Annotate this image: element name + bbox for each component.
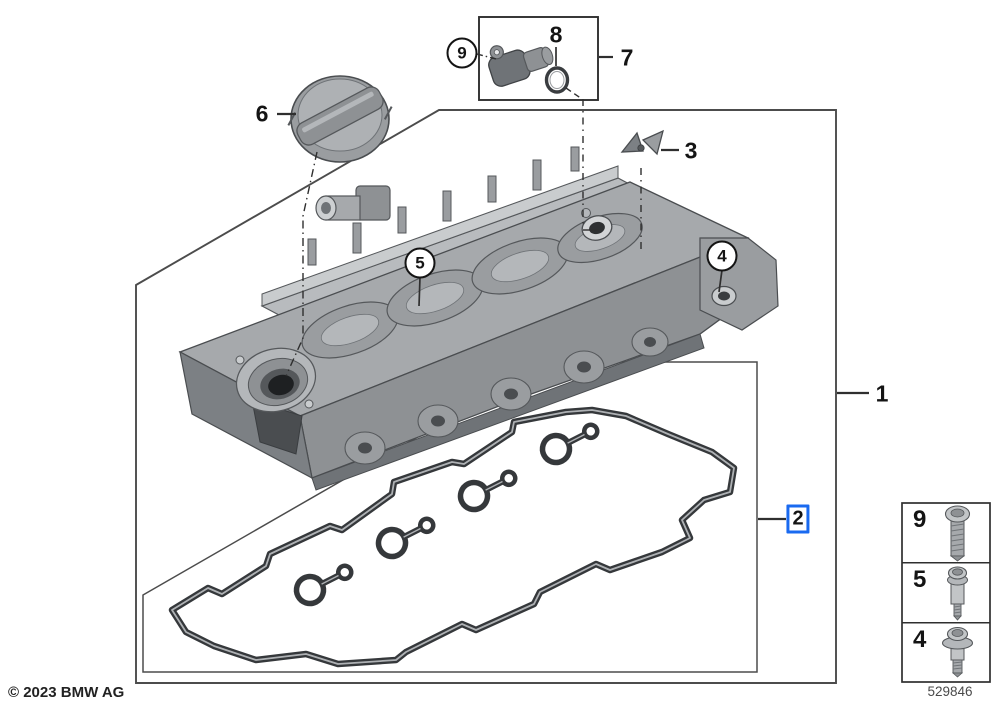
port-seal-4 xyxy=(539,422,600,466)
shoulder-screw-icon xyxy=(947,566,968,621)
leader-line-6-to-filler xyxy=(285,151,318,377)
callout-7[interactable]: 7 xyxy=(620,44,634,71)
port-seal-1 xyxy=(293,563,354,607)
leader-line-5 xyxy=(418,276,421,307)
gasket-drawing xyxy=(168,406,738,668)
table-item-9[interactable]: 9 xyxy=(913,506,927,533)
copyright-notice: © 2023 BMW AG xyxy=(8,684,125,701)
table-item-4[interactable]: 4 xyxy=(913,626,927,653)
callout-9[interactable]: 9 xyxy=(446,37,478,69)
callout-1[interactable]: 1 xyxy=(875,380,889,407)
sensor-mount-hole xyxy=(581,208,613,241)
retaining-clip-drawing xyxy=(620,129,664,156)
table-item-5[interactable]: 5 xyxy=(913,566,927,593)
leader-line-9 xyxy=(476,53,497,60)
port-seal-2 xyxy=(375,516,436,560)
torx-pan-head-screw-icon xyxy=(944,505,971,562)
outer-boundary-box xyxy=(135,109,837,684)
callout-8[interactable]: 8 xyxy=(549,21,563,48)
port-seal-3 xyxy=(457,469,518,513)
leader-lines xyxy=(277,47,869,521)
callout-5[interactable]: 5 xyxy=(404,247,436,279)
leader-line-8-to-cover-a xyxy=(565,87,583,100)
oil-filler-neck xyxy=(235,347,317,455)
front-bolt-bosses xyxy=(344,327,669,465)
oil-filler-cap-drawing xyxy=(287,75,393,163)
collar-screw-washer-icon xyxy=(941,626,974,678)
callout-3[interactable]: 3 xyxy=(684,137,698,164)
camshaft-sensor-drawing xyxy=(488,45,554,87)
callout-2-highlighted[interactable]: 2 xyxy=(786,504,810,534)
o-ring-drawing xyxy=(544,66,570,94)
callout-6[interactable]: 6 xyxy=(255,100,269,127)
sensor-kit-box xyxy=(478,16,599,101)
valve-cover-drawing xyxy=(178,146,779,491)
callout-4[interactable]: 4 xyxy=(706,240,738,272)
breather-port xyxy=(315,185,391,221)
fastener-table-grid xyxy=(901,502,991,683)
leader-line-4 xyxy=(718,269,723,293)
diagram-number: 529846 xyxy=(927,684,973,699)
